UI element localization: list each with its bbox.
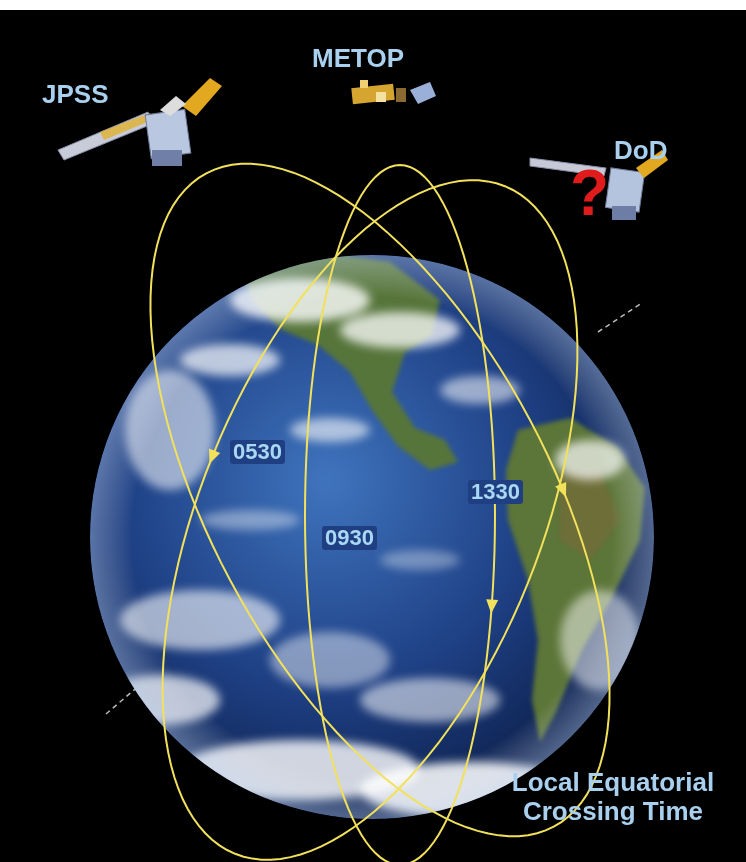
satellite-label: DoD [614,136,667,165]
dashed-line [598,303,642,332]
orbit-arrow [204,449,220,466]
metop-satellite [351,80,436,104]
top-strip [0,0,746,10]
earth-globe [90,250,654,819]
orbit-line [163,180,578,859]
orbit-paths [150,164,609,862]
question-mark: ? [570,158,609,228]
orbit-line [305,165,495,862]
orbit-arrow [485,599,498,614]
crossing-time: 1330 [468,480,523,504]
satellite-label: JPSS [42,80,109,109]
crossing-time: 0930 [322,526,377,550]
legend-caption: Local Equatorial Crossing Time [486,768,740,825]
orbit-line [150,164,609,836]
orbit-arrow [555,482,571,500]
crossing-time: 0530 [230,440,285,464]
satellite-label: METOP [312,44,404,73]
